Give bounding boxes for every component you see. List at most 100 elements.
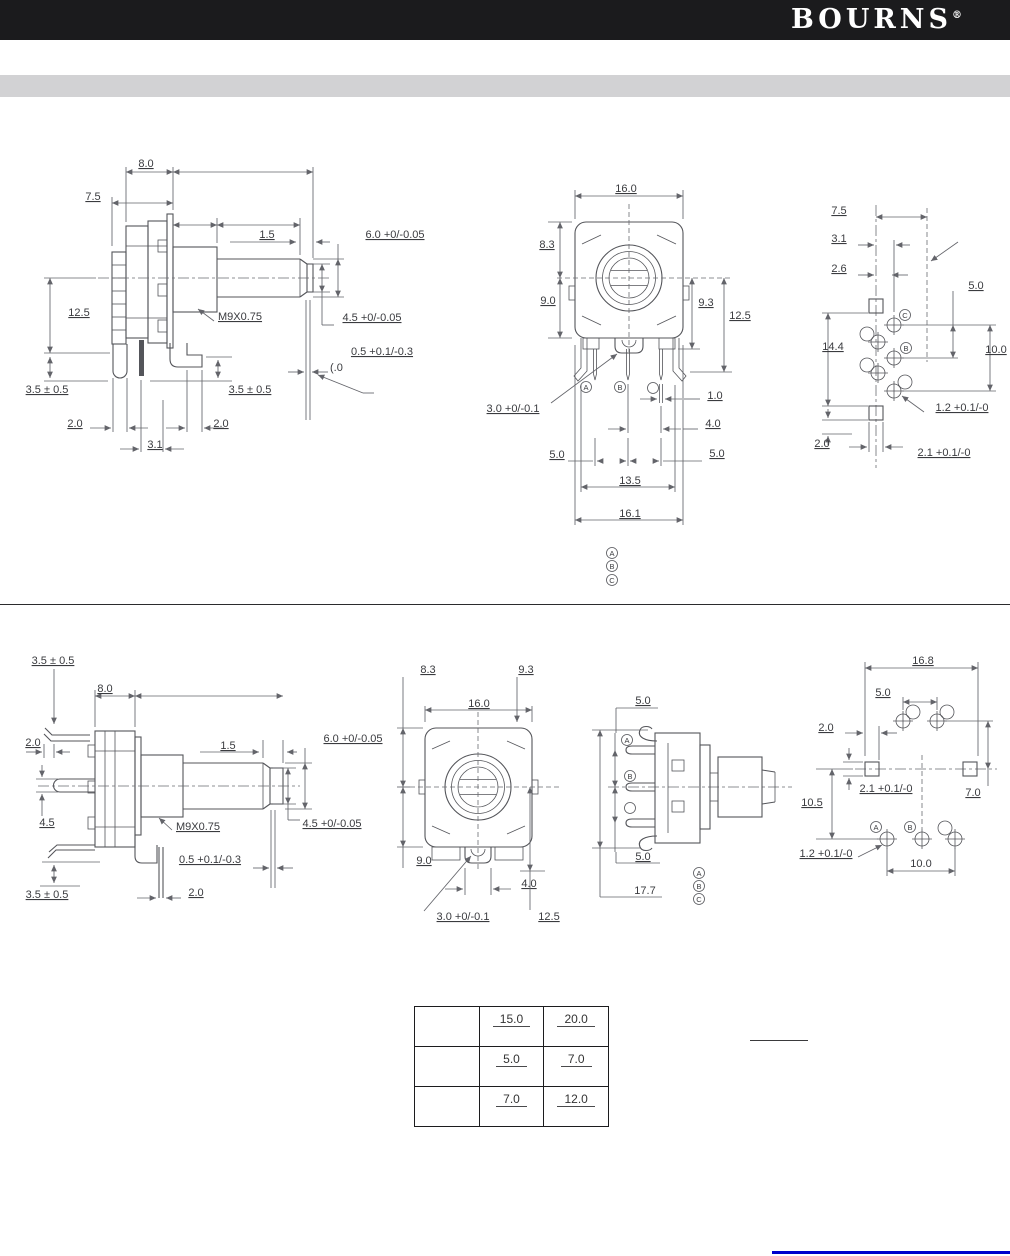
dim-label: 5.0	[968, 280, 983, 292]
dim-label: 10.5	[801, 797, 822, 809]
dim-label: 2.1 +0.1/-0	[918, 447, 971, 459]
dim-label: 10.0	[910, 858, 931, 870]
dim-label: (.0	[330, 362, 343, 374]
table-cell-blank	[414, 1046, 480, 1087]
threaded-bushing	[717, 756, 763, 818]
dim-label: 4.5 +0/-0.05	[302, 818, 361, 830]
dim-label: 9.3	[518, 664, 533, 676]
registered-mark: ®	[952, 10, 962, 21]
svg-text:A: A	[624, 736, 629, 745]
dim-label: 16.1	[619, 508, 640, 520]
dim-label: 1.2 +0.1/-0	[800, 848, 853, 860]
terminal-a-label: A	[621, 734, 633, 746]
table-cell: 12.0	[543, 1086, 609, 1127]
dim-label: 3.5 ± 0.5	[32, 655, 75, 667]
dim-label: 8.0	[97, 683, 112, 695]
svg-text:B: B	[609, 562, 614, 571]
dim-label: 3.5 ± 0.5	[26, 384, 69, 396]
mount-slot	[868, 298, 884, 314]
svg-text:B: B	[903, 344, 908, 353]
terminal-c-circle	[647, 382, 659, 394]
dim-label: 9.0	[540, 295, 555, 307]
threaded-bushing	[172, 246, 218, 313]
dim-label: 9.0	[416, 855, 431, 867]
terminal-pins	[573, 338, 687, 382]
dim-label: 5.0	[875, 687, 890, 699]
terminal-legend: A B C	[693, 867, 705, 905]
dim-label: 16.0	[615, 183, 636, 195]
terminal-legend: A B C	[606, 547, 618, 586]
dim-label: 16.8	[912, 655, 933, 667]
table-cell-blank	[414, 1086, 480, 1127]
dim-label: 2.0	[818, 722, 833, 734]
dim-label: 5.0	[709, 448, 724, 460]
svg-text:B: B	[627, 772, 632, 781]
svg-text:A: A	[609, 549, 614, 558]
dim-label: 12.5	[729, 310, 750, 322]
terminal-c-circle	[624, 802, 636, 814]
table-cell: 7.0	[478, 1086, 545, 1127]
table-row: 15.0 20.0	[414, 1006, 609, 1047]
dim-label: 8.3	[539, 239, 554, 251]
dim-label: 9.3	[698, 297, 713, 309]
fig-terminal-view-bottom: A B 5.0 5.0 17.7 A	[592, 695, 792, 905]
dim-label: 6.0 +0/-0.05	[323, 733, 382, 745]
table-cell: 7.0	[543, 1046, 609, 1087]
dim-label: 5.0	[549, 449, 564, 461]
dim-label: 2.0	[814, 438, 829, 450]
dim-label: 4.0	[705, 418, 720, 430]
table-cell-blank	[414, 1006, 480, 1047]
table-row: 5.0 7.0	[414, 1046, 609, 1087]
dim-label: 1.5	[220, 740, 235, 752]
fig-side-view-top: 8.0 7.5 1.5 6.0 +0/-0.05 12.5 M9X0.75 4.…	[26, 158, 425, 452]
svg-text:C: C	[609, 576, 615, 585]
dim-label: 3.1	[147, 439, 162, 451]
dim-label: 12.5	[68, 307, 89, 319]
dim-label: 3.0 +0/-0.1	[487, 403, 540, 415]
bourns-logo: BOURNS®	[791, 4, 962, 35]
dim-label: 3.1	[831, 233, 846, 245]
terminals-side	[112, 340, 203, 379]
pad-b-label: B	[904, 821, 916, 833]
dim-label: 4.5	[39, 817, 54, 829]
mount-slot	[962, 761, 978, 777]
anti-rotation-tab	[614, 338, 644, 354]
svg-text:A: A	[873, 823, 878, 832]
dim-label: 4.5 +0/-0.05	[342, 312, 401, 324]
fig-pcb-pattern-top: C B 7.5 3.1 2.6 5.0 10.0 14.	[814, 205, 1007, 468]
dim-label: 3.0 +0/-0.1	[437, 911, 490, 923]
dim-label: 16.0	[468, 698, 489, 710]
svg-text:C: C	[696, 895, 702, 904]
mounting-plate	[166, 213, 174, 349]
dim-label: 12.5	[538, 911, 559, 923]
header-bar: BOURNS®	[0, 0, 1010, 40]
terminal-pins	[625, 745, 655, 828]
brand-text: BOURNS	[790, 4, 952, 35]
fig-front-view-top: A B 16.0 8.3 9.0 9.3 12.5 3.0 +0/-0	[487, 183, 751, 586]
dim-label: 2.6	[831, 263, 846, 275]
dim-label: 17.7	[634, 885, 655, 897]
table-cell: 15.0	[478, 1006, 545, 1047]
svg-text:A: A	[583, 383, 588, 392]
svg-text:A: A	[696, 869, 701, 878]
terminal-a-label: A	[580, 381, 592, 393]
dim-label: 7.5	[831, 205, 846, 217]
fig-front-view-bottom: 16.0 8.3 9.3 9.0 4.0 3.0 +0/-0.1 12.5	[397, 664, 560, 923]
dim-label: 2.1 +0.1/-0	[860, 783, 913, 795]
dim-label: 10.0	[985, 344, 1006, 356]
footer-blue-rule	[772, 1251, 1010, 1254]
section-divider	[0, 604, 1010, 605]
pad-a-label: A	[870, 821, 882, 833]
thread-spec-label: M9X0.75	[176, 821, 220, 833]
terminal-b-label: B	[614, 381, 626, 393]
dim-label: 5.0	[635, 695, 650, 707]
pad-c-label: C	[899, 309, 911, 321]
table-cell: 20.0	[543, 1006, 609, 1047]
footnote-rule	[750, 1040, 808, 1041]
dim-label: 1.0	[707, 390, 722, 402]
dim-label: 2.0	[188, 887, 203, 899]
dim-label: 5.0	[635, 851, 650, 863]
dim-label: 2.0	[25, 737, 40, 749]
dim-label: 0.5 +0.1/-0.3	[351, 346, 413, 358]
